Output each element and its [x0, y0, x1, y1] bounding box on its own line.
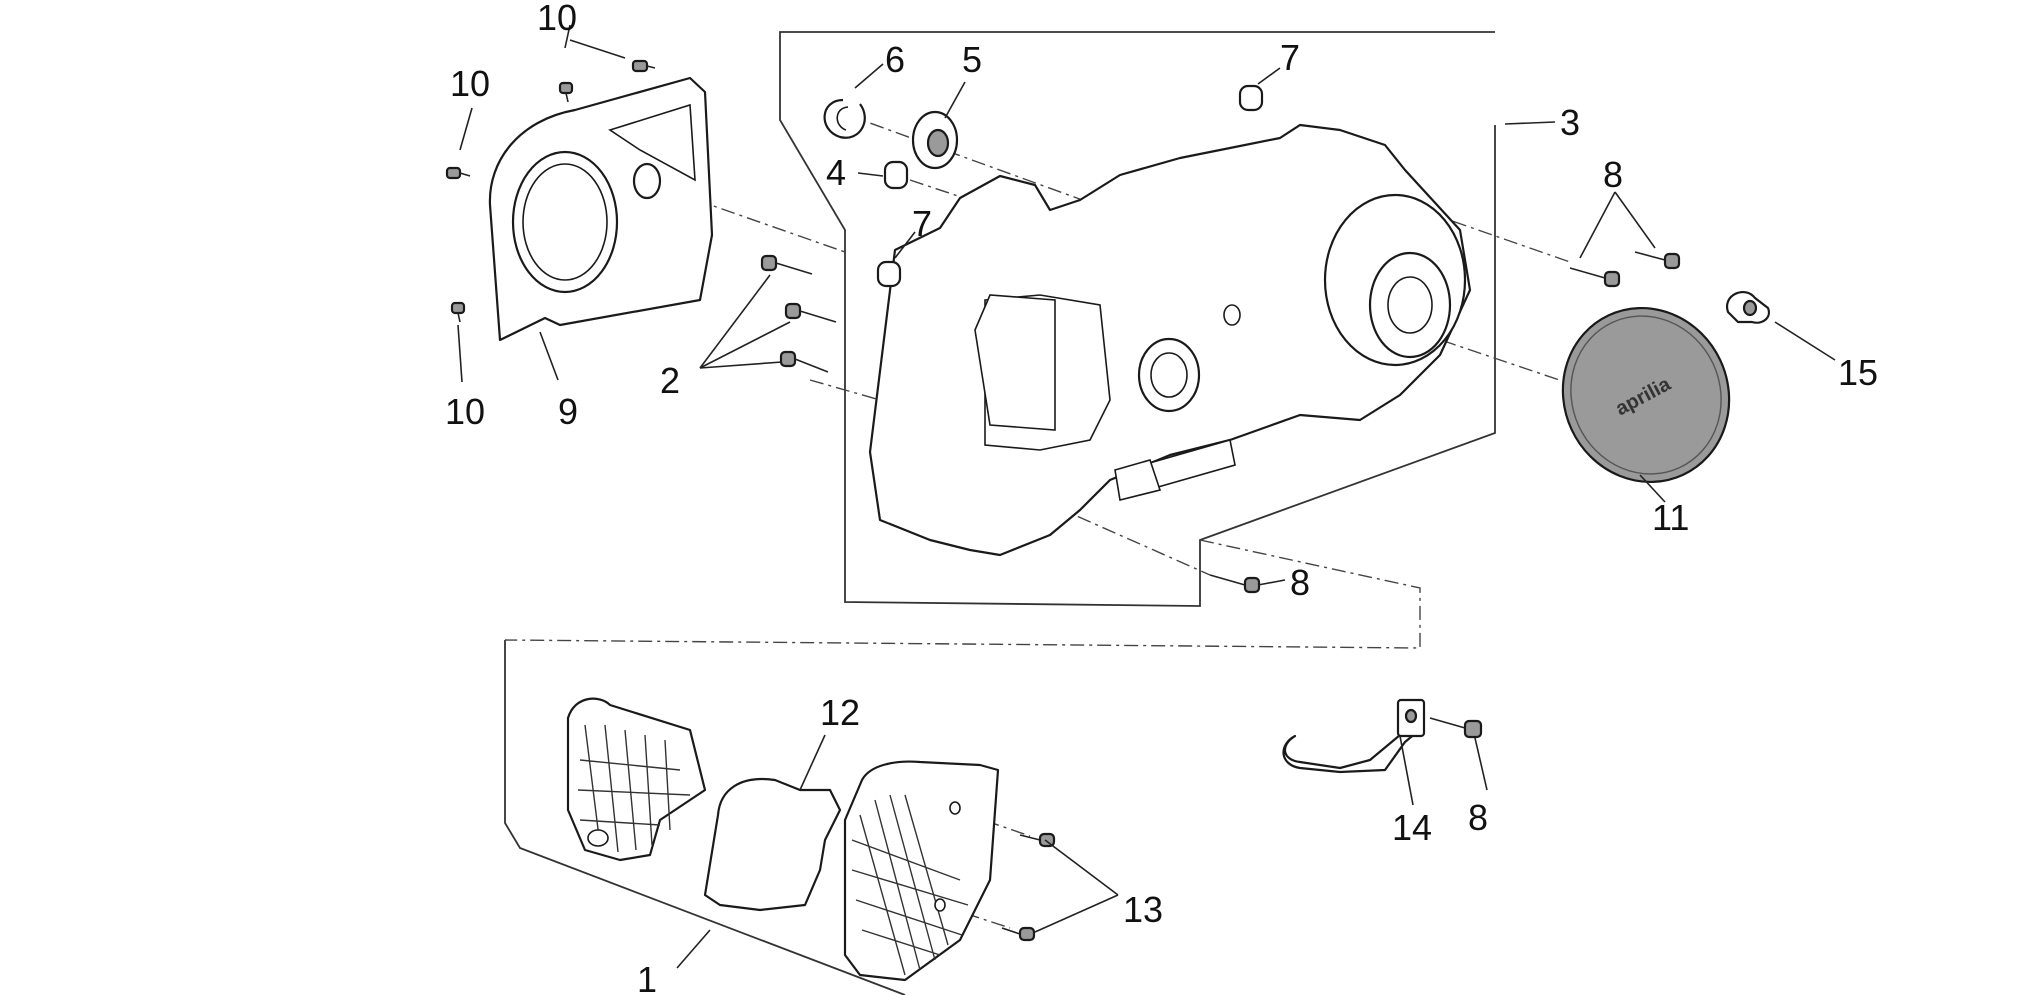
screw-2-a [760, 254, 813, 275]
callout-9: 9 [558, 391, 578, 432]
part-intake-grille-left [566, 697, 707, 862]
part-crankcase-cover [868, 123, 1472, 557]
part-oil-seal [911, 110, 959, 170]
callout-12: 12 [820, 692, 860, 733]
callout-3: 3 [1560, 102, 1580, 143]
callout-10-left: 10 [450, 63, 490, 104]
screw-2-c [779, 350, 829, 373]
part-dowel-7-top [1238, 84, 1264, 112]
part-small-clip [1725, 291, 1770, 324]
screw-8-upper-left [1569, 267, 1621, 288]
callout-7-top: 7 [1280, 37, 1300, 78]
screw-10-upper [558, 81, 574, 103]
screw-8-lower [1429, 717, 1483, 739]
part-logo-cap: aprilia [1561, 306, 1731, 484]
callout-leaders [457, 24, 1836, 969]
callout-4: 4 [826, 152, 846, 193]
screw-10-left [445, 166, 471, 180]
screw-8-center [1209, 574, 1261, 594]
part-bracket [1282, 698, 1426, 774]
callout-1: 1 [637, 959, 657, 995]
screw-10-bottom [450, 301, 466, 323]
callout-8-center: 8 [1290, 562, 1310, 603]
part-dowel-7-left [876, 260, 902, 288]
callout-10-top: 10 [537, 0, 577, 38]
screw-13-upper [1019, 832, 1056, 848]
callout-7-left: 7 [912, 203, 932, 244]
part-belt-cover-plate [488, 76, 714, 342]
screw-10-top [631, 59, 656, 73]
callout-8-upper: 8 [1603, 154, 1623, 195]
screw-8-upper-right [1634, 251, 1681, 270]
callout-6: 6 [885, 39, 905, 80]
screw-13-lower [1001, 926, 1036, 942]
callout-5: 5 [962, 39, 982, 80]
callout-labels: 10 10 10 9 2 6 5 4 7 7 3 8 8 8 11 15 12 … [445, 0, 1878, 995]
callout-10-bottom: 10 [445, 391, 485, 432]
part-sleeve-4 [883, 160, 909, 190]
callout-13: 13 [1123, 889, 1163, 930]
screw-2-b [784, 302, 837, 323]
callout-2: 2 [660, 360, 680, 401]
part-intake-grille-right [843, 760, 1000, 982]
part-filter-element [703, 777, 842, 912]
frame-air-intake-group [504, 640, 906, 995]
callout-14: 14 [1392, 807, 1432, 848]
frame-crankcase-cover-group [779, 31, 1496, 607]
callout-8-lower: 8 [1468, 797, 1488, 838]
part-circlip-ring [823, 98, 866, 139]
callout-11: 11 [1652, 497, 1689, 538]
callout-15: 15 [1838, 352, 1878, 393]
